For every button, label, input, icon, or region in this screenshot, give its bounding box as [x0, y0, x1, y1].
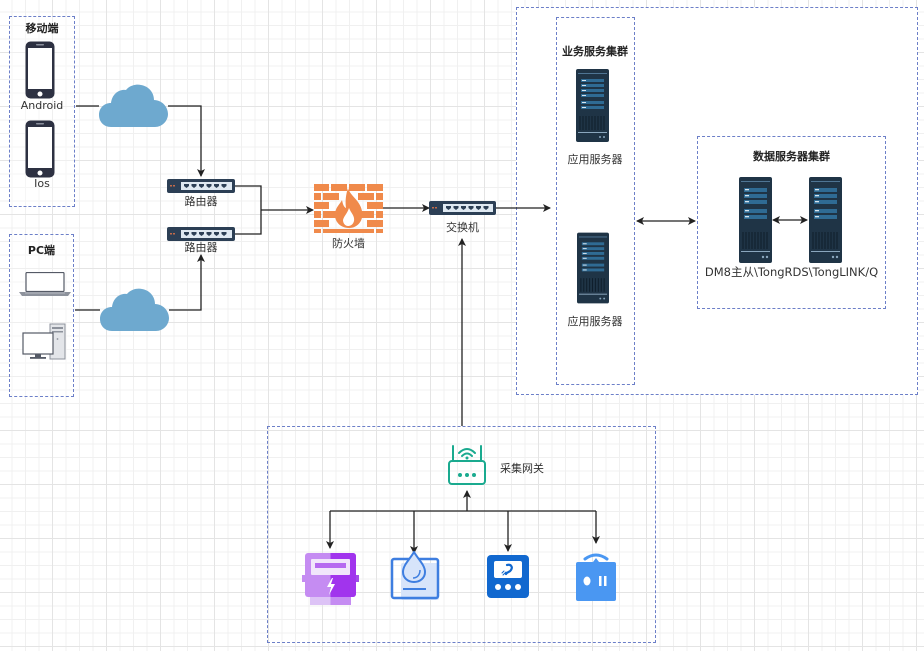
application-server-label: 应用服务器	[567, 153, 623, 166]
gas-meter-icon	[487, 555, 529, 598]
gateway-label: 采集网关	[500, 462, 544, 475]
pc-group-title: PC端	[27, 244, 56, 257]
router-icon	[167, 227, 235, 241]
ios-label: Ios	[34, 177, 50, 190]
gateway-area-box	[267, 426, 656, 643]
data-cluster-title: 数据服务器集群	[753, 150, 830, 163]
internet-cloud-icon	[99, 84, 168, 127]
edge-router-top-merge	[235, 185, 262, 210]
laptop-icon	[19, 272, 71, 296]
ios-phone-icon	[25, 120, 55, 178]
gateway-router-icon	[448, 445, 486, 485]
router-top-label: 路由器	[184, 195, 218, 208]
switch-label: 交换机	[446, 221, 479, 234]
business-cluster-title: 业务服务集群	[562, 45, 628, 58]
application-server-icon	[576, 69, 609, 142]
database-server-icon	[739, 177, 772, 263]
firewall-label: 防火墙	[332, 237, 365, 250]
mobile-group-title: 移动端	[25, 22, 59, 35]
android-label: Android	[20, 99, 64, 112]
desktop-computer-icon	[22, 323, 66, 360]
data-cluster-caption: DM8主从\TongRDS\TongLINK/Q	[704, 265, 879, 279]
pc-group-box	[9, 234, 74, 397]
application-server-label: 应用服务器	[567, 315, 623, 328]
internet-cloud-icon	[100, 288, 169, 331]
edge-router-bottom-merge	[235, 210, 262, 235]
electric-meter-icon	[302, 553, 359, 605]
application-server-icon	[577, 232, 609, 304]
water-meter-icon	[390, 551, 440, 600]
router-bottom-label: 路由器	[184, 241, 218, 254]
sensor-device-icon	[576, 553, 616, 601]
database-server-icon	[809, 177, 842, 263]
edge-cloud-router-bottom	[169, 254, 205, 311]
android-phone-icon	[25, 41, 55, 99]
firewall-icon	[314, 184, 383, 233]
edge-cloud-router-top	[168, 105, 205, 177]
switch-icon	[429, 201, 496, 215]
router-icon	[167, 179, 235, 193]
